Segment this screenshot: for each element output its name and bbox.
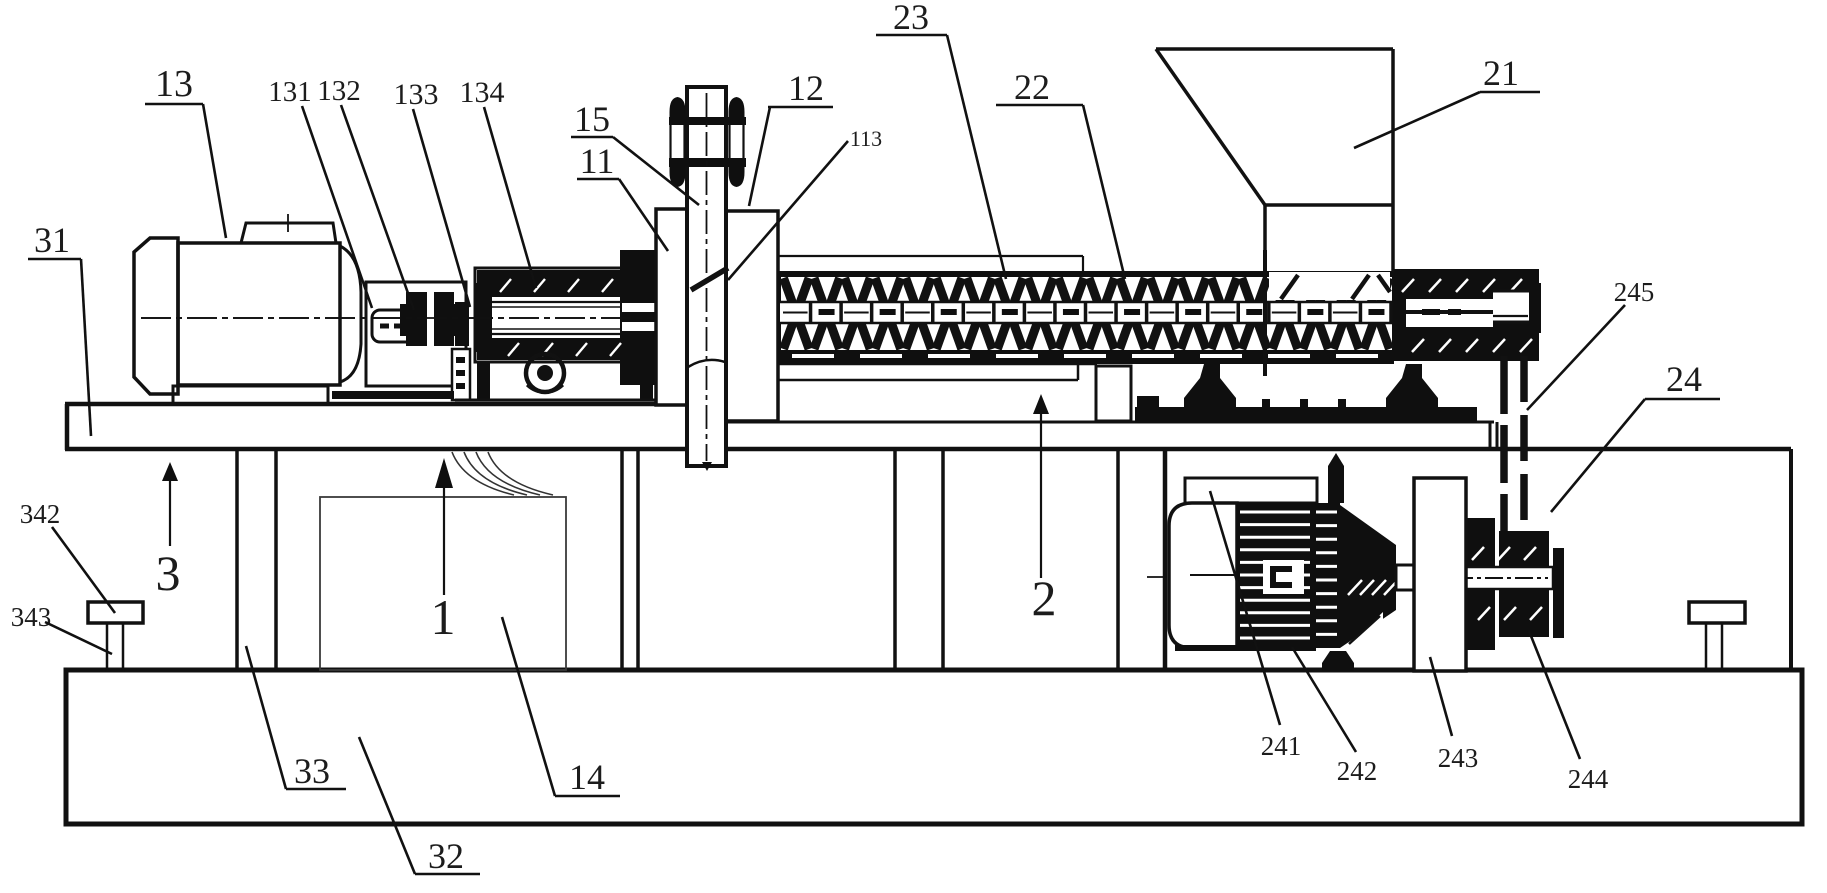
svg-text:32: 32 (428, 836, 464, 876)
svg-text:243: 243 (1438, 743, 1479, 773)
svg-text:132: 132 (317, 75, 361, 107)
svg-text:134: 134 (460, 76, 505, 109)
svg-text:21: 21 (1483, 53, 1519, 93)
svg-text:14: 14 (569, 757, 605, 797)
svg-text:12: 12 (788, 68, 824, 108)
svg-text:11: 11 (580, 141, 615, 181)
svg-text:343: 343 (11, 602, 52, 632)
svg-text:13: 13 (155, 63, 193, 105)
svg-text:1: 1 (431, 589, 456, 645)
svg-text:131: 131 (268, 76, 312, 108)
svg-text:24: 24 (1666, 359, 1702, 399)
svg-text:2: 2 (1032, 570, 1057, 626)
svg-text:242: 242 (1337, 756, 1378, 786)
svg-text:23: 23 (893, 0, 929, 37)
svg-text:241: 241 (1261, 731, 1302, 761)
svg-text:244: 244 (1568, 764, 1609, 794)
svg-text:15: 15 (574, 99, 610, 139)
svg-text:245: 245 (1614, 277, 1655, 307)
svg-text:113: 113 (850, 126, 882, 151)
svg-text:33: 33 (294, 751, 330, 791)
svg-text:22: 22 (1014, 67, 1050, 107)
svg-text:31: 31 (34, 220, 70, 260)
svg-text:133: 133 (394, 78, 439, 111)
svg-text:342: 342 (20, 499, 61, 529)
svg-text:3: 3 (156, 545, 181, 601)
